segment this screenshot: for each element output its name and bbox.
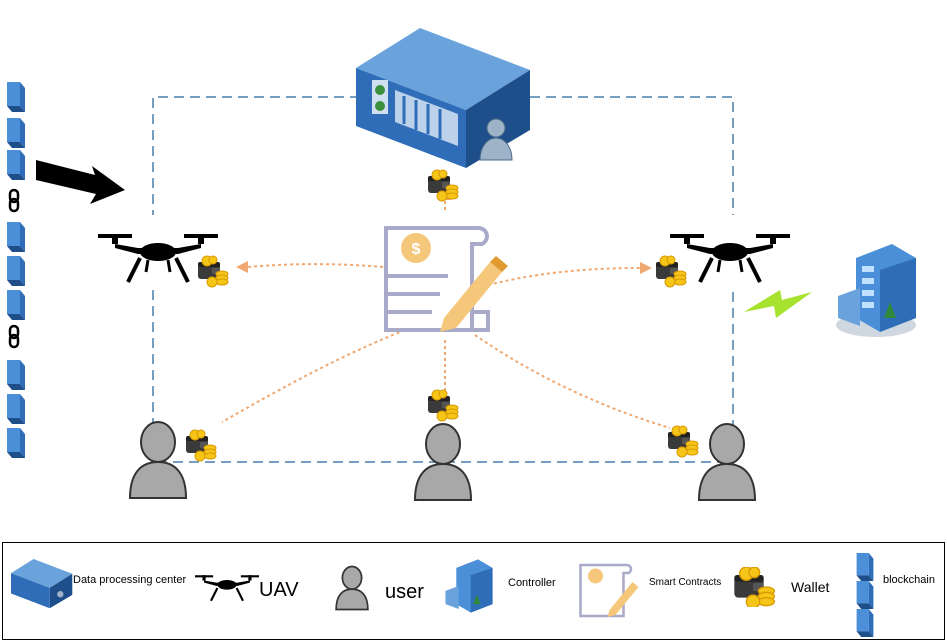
uav-right-wallet-icon — [655, 255, 687, 288]
legend-label-data-processing-center: Data processing center — [73, 574, 187, 586]
data-processing-center-icon — [356, 28, 530, 168]
controller-icon — [836, 244, 916, 337]
blockchain-column — [7, 82, 25, 458]
server-wallet-icon — [427, 169, 459, 202]
legend-user-icon — [335, 565, 369, 611]
svg-text:$: $ — [412, 241, 421, 258]
contract-flows — [221, 200, 671, 429]
legend-controller-icon — [445, 559, 493, 613]
legend-label-smart-contracts: Smart Contracts — [649, 577, 722, 588]
legend-server-icon — [11, 558, 73, 609]
legend-blockchain-icon — [856, 553, 874, 637]
user-right-wallet-icon — [667, 425, 699, 458]
diagram-canvas: $ — [7, 28, 916, 501]
user-left-icon — [129, 421, 187, 499]
smart-contract-icon: $ — [384, 226, 508, 332]
legend-label-wallet: Wallet — [791, 579, 830, 595]
legend-smart-contract-icon — [579, 563, 639, 618]
legend-label-controller: Controller — [508, 577, 556, 589]
user-center-wallet-icon — [427, 389, 459, 422]
legend-uav-icon — [195, 575, 259, 602]
user-left-wallet-icon — [185, 429, 217, 462]
uav-right-icon — [668, 232, 792, 284]
legend-label-uav: UAV — [259, 579, 299, 601]
network-frame — [152, 96, 734, 463]
legend: Data processing center UAV user Controll… — [2, 542, 945, 640]
wireless-link-icon — [744, 290, 812, 318]
upload-arrow — [36, 160, 125, 204]
legend-label-user: user — [385, 581, 424, 603]
legend-wallet-icon — [733, 567, 775, 607]
legend-label-blockchain: blockchain — [883, 574, 935, 586]
uav-left-wallet-icon — [197, 255, 229, 288]
